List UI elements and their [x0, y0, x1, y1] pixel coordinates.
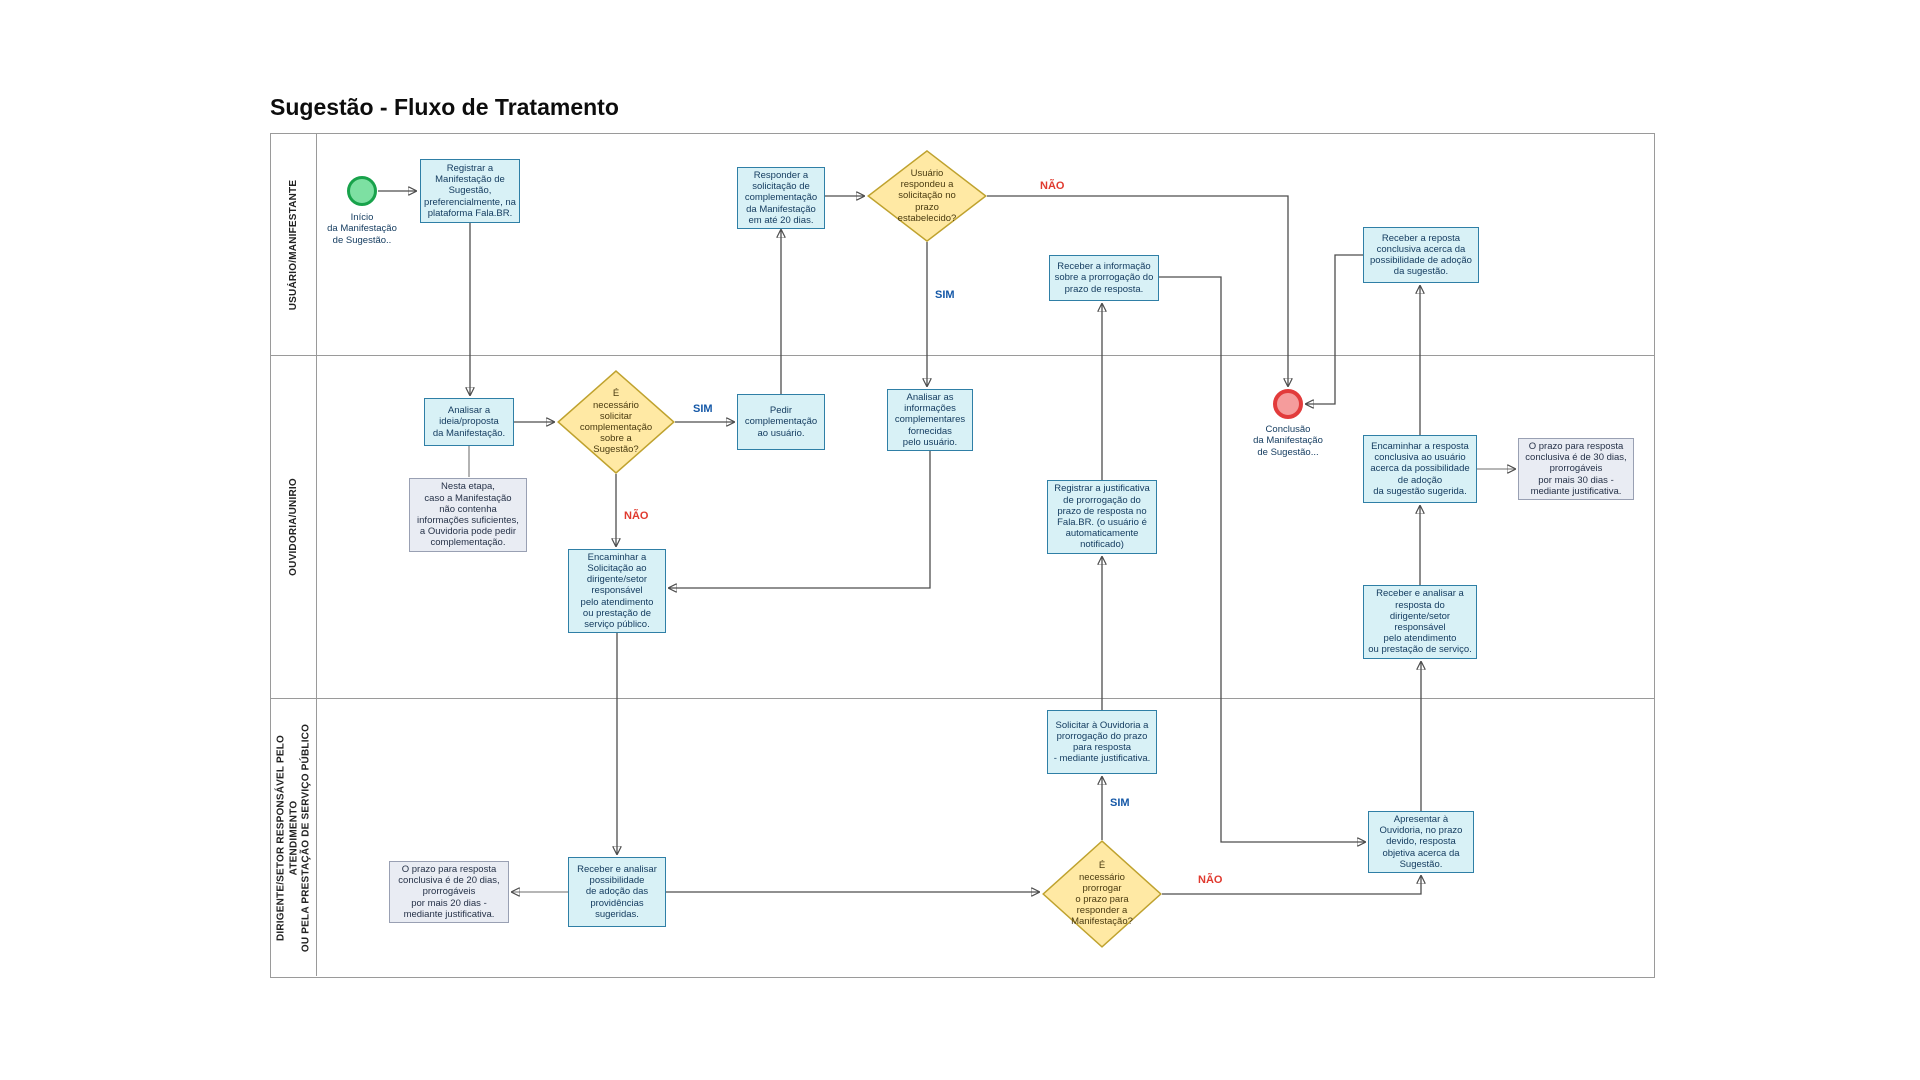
- gateway-necessario-complementacao: É necessário solicitar complementação so…: [557, 370, 675, 474]
- page-title: Sugestão - Fluxo de Tratamento: [270, 94, 619, 120]
- lane-usuario-label-cell: USUÁRIO/MANIFESTANTE: [271, 134, 317, 355]
- lane-dirigente: DIRIGENTE/SETOR RESPONSÁVEL PELO ATENDIM…: [271, 699, 1654, 976]
- task-apresentar-ouvidoria: Apresentar à Ouvidoria, no prazo devido,…: [1368, 811, 1474, 873]
- task-encaminhar-solicitacao: Encaminhar a Solicitação ao dirigente/se…: [568, 549, 666, 633]
- gateway-necessario-prorrogar: É necessário prorrogar o prazo para resp…: [1042, 840, 1162, 948]
- edge-label-sim-3: SIM: [1110, 797, 1130, 809]
- task-analisar-informacoes: Analisar as informações complementares f…: [887, 389, 973, 451]
- note-prazo-30-dias: O prazo para resposta conclusiva é de 30…: [1518, 438, 1634, 500]
- edge-label-nao-3: NÃO: [1198, 874, 1223, 886]
- lane-dirigente-label-cell: DIRIGENTE/SETOR RESPONSÁVEL PELO ATENDIM…: [271, 699, 317, 976]
- task-receber-analisar-resposta: Receber e analisar a resposta do dirigen…: [1363, 585, 1477, 659]
- edge-label-nao-1: NÃO: [1040, 180, 1065, 192]
- lane-ouvidoria: OUVIDORIA/UNIRIO: [271, 356, 1654, 699]
- task-receber-informacao-prorrogacao: Receber a informação sobre a prorrogação…: [1049, 255, 1159, 301]
- task-registrar-justificativa: Registrar a justificativa de prorrogação…: [1047, 480, 1157, 554]
- lane-usuario-label: USUÁRIO/MANIFESTANTE: [287, 179, 299, 310]
- task-pedir-complementacao: Pedir complementação ao usuário.: [737, 394, 825, 450]
- lane-usuario: USUÁRIO/MANIFESTANTE: [271, 134, 1654, 356]
- note-prazo-20-dias: O prazo para resposta conclusiva é de 20…: [389, 861, 509, 923]
- lane-dirigente-label: DIRIGENTE/SETOR RESPONSÁVEL PELO ATENDIM…: [274, 723, 311, 952]
- edge-label-sim-1: SIM: [935, 289, 955, 301]
- lane-ouvidoria-label-cell: OUVIDORIA/UNIRIO: [271, 356, 317, 698]
- end-event-label: Conclusão da Manifestação de Sugestão...: [1253, 424, 1323, 458]
- note-nesta-etapa: Nesta etapa, caso a Manifestação não con…: [409, 478, 527, 552]
- gateway-usuario-respondeu-label: Usuário respondeu a solicitação no prazo…: [897, 167, 957, 224]
- start-event-label: Início da Manifestação de Sugestão..: [327, 212, 397, 246]
- end-event: [1273, 389, 1303, 419]
- gateway-usuario-respondeu: Usuário respondeu a solicitação no prazo…: [867, 150, 987, 242]
- task-registrar-manifestacao: Registrar a Manifestação de Sugestão, pr…: [420, 159, 520, 223]
- edge-label-sim-2: SIM: [693, 403, 713, 415]
- gateway-necessario-complementacao-label: É necessário solicitar complementação so…: [579, 388, 653, 456]
- task-responder-solicitacao: Responder a solicitação de complementaçã…: [737, 167, 825, 229]
- task-receber-analisar-possibilidade: Receber e analisar possibilidade de adoç…: [568, 857, 666, 927]
- start-event: [347, 176, 377, 206]
- lane-ouvidoria-label: OUVIDORIA/UNIRIO: [287, 478, 299, 576]
- gateway-necessario-prorrogar-label: É necessário prorrogar o prazo para resp…: [1071, 860, 1133, 928]
- task-analisar-ideia: Analisar a ideia/proposta da Manifestaçã…: [424, 398, 514, 446]
- task-receber-resposta-conclusiva: Receber a reposta conclusiva acerca da p…: [1363, 227, 1479, 283]
- task-encaminhar-resposta: Encaminhar a resposta conclusiva ao usuá…: [1363, 435, 1477, 503]
- edge-label-nao-2: NÃO: [624, 510, 649, 522]
- task-solicitar-prorrogacao: Solicitar à Ouvidoria a prorrogação do p…: [1047, 710, 1157, 774]
